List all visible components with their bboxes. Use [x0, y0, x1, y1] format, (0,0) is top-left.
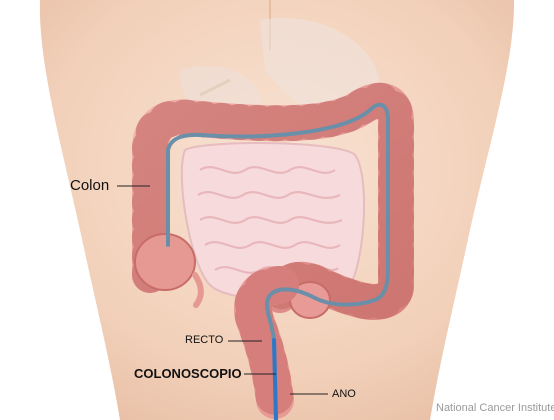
- recto-label: RECTO: [185, 334, 224, 346]
- colonoscopio-label: COLONOSCOPIO: [134, 366, 242, 381]
- colonoscope: [166, 102, 390, 420]
- colon-label: Colon: [70, 177, 110, 194]
- credit-text: National Cancer Institute: [436, 402, 554, 414]
- ano-label: ANO: [332, 388, 356, 400]
- small-intestine: [180, 142, 366, 301]
- colon: [132, 82, 414, 419]
- leader-lines: [117, 185, 328, 395]
